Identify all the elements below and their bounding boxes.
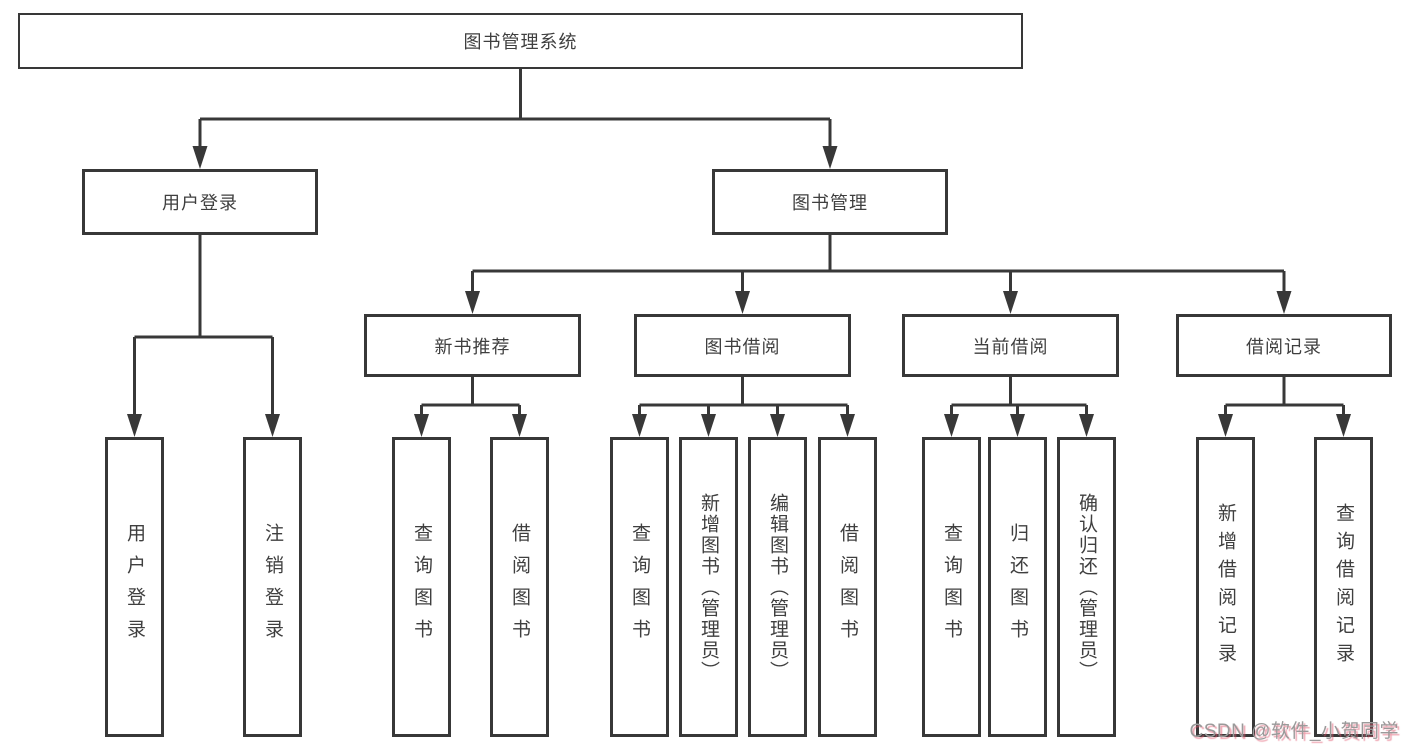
node-add-borrow-record: 新增借阅记录: [1196, 437, 1255, 737]
node-label: 查询图书: [941, 523, 962, 651]
node-library-management-system: 图书管理系统: [18, 13, 1023, 69]
node-add-book-admin: 新增图书（管理员）: [679, 437, 738, 737]
node-logout: 注销登录: [243, 437, 302, 737]
node-borrow-books-recommend: 借阅图书: [490, 437, 549, 737]
node-query-books-current: 查询图书: [922, 437, 981, 737]
node-label: 查询借阅记录: [1333, 503, 1354, 671]
node-borrowing-records: 借阅记录: [1176, 314, 1392, 377]
node-book-borrowing: 图书借阅: [634, 314, 851, 377]
csdn-watermark: CSDN @软件_小贺同学: [1189, 721, 1399, 742]
node-label: 借阅图书: [837, 523, 858, 651]
node-confirm-return-admin: 确认归还（管理员）: [1057, 437, 1116, 737]
node-label: 用户登录: [124, 523, 145, 651]
node-label: 注销登录: [262, 523, 283, 651]
node-label: 新增图书（管理员）: [698, 492, 719, 682]
node-label: 新增借阅记录: [1215, 503, 1236, 671]
node-user-login: 用户登录: [82, 169, 318, 235]
node-label: 编辑图书（管理员）: [767, 492, 788, 682]
node-borrow-books-borrowing: 借阅图书: [818, 437, 877, 737]
node-query-books-borrowing: 查询图书: [610, 437, 669, 737]
node-label: 查询图书: [411, 523, 432, 651]
node-user-login-leaf: 用户登录: [105, 437, 164, 737]
node-label: 确认归还（管理员）: [1076, 492, 1097, 682]
node-current-borrowing: 当前借阅: [902, 314, 1119, 377]
node-book-management: 图书管理: [712, 169, 948, 235]
node-new-book-recommendation: 新书推荐: [364, 314, 581, 377]
node-query-books-recommend: 查询图书: [392, 437, 451, 737]
node-query-borrow-record: 查询借阅记录: [1314, 437, 1373, 737]
node-return-books: 归还图书: [988, 437, 1047, 737]
node-label: 查询图书: [629, 523, 650, 651]
node-label: 归还图书: [1007, 523, 1028, 651]
node-edit-book-admin: 编辑图书（管理员）: [748, 437, 807, 737]
node-label: 借阅图书: [509, 523, 530, 651]
